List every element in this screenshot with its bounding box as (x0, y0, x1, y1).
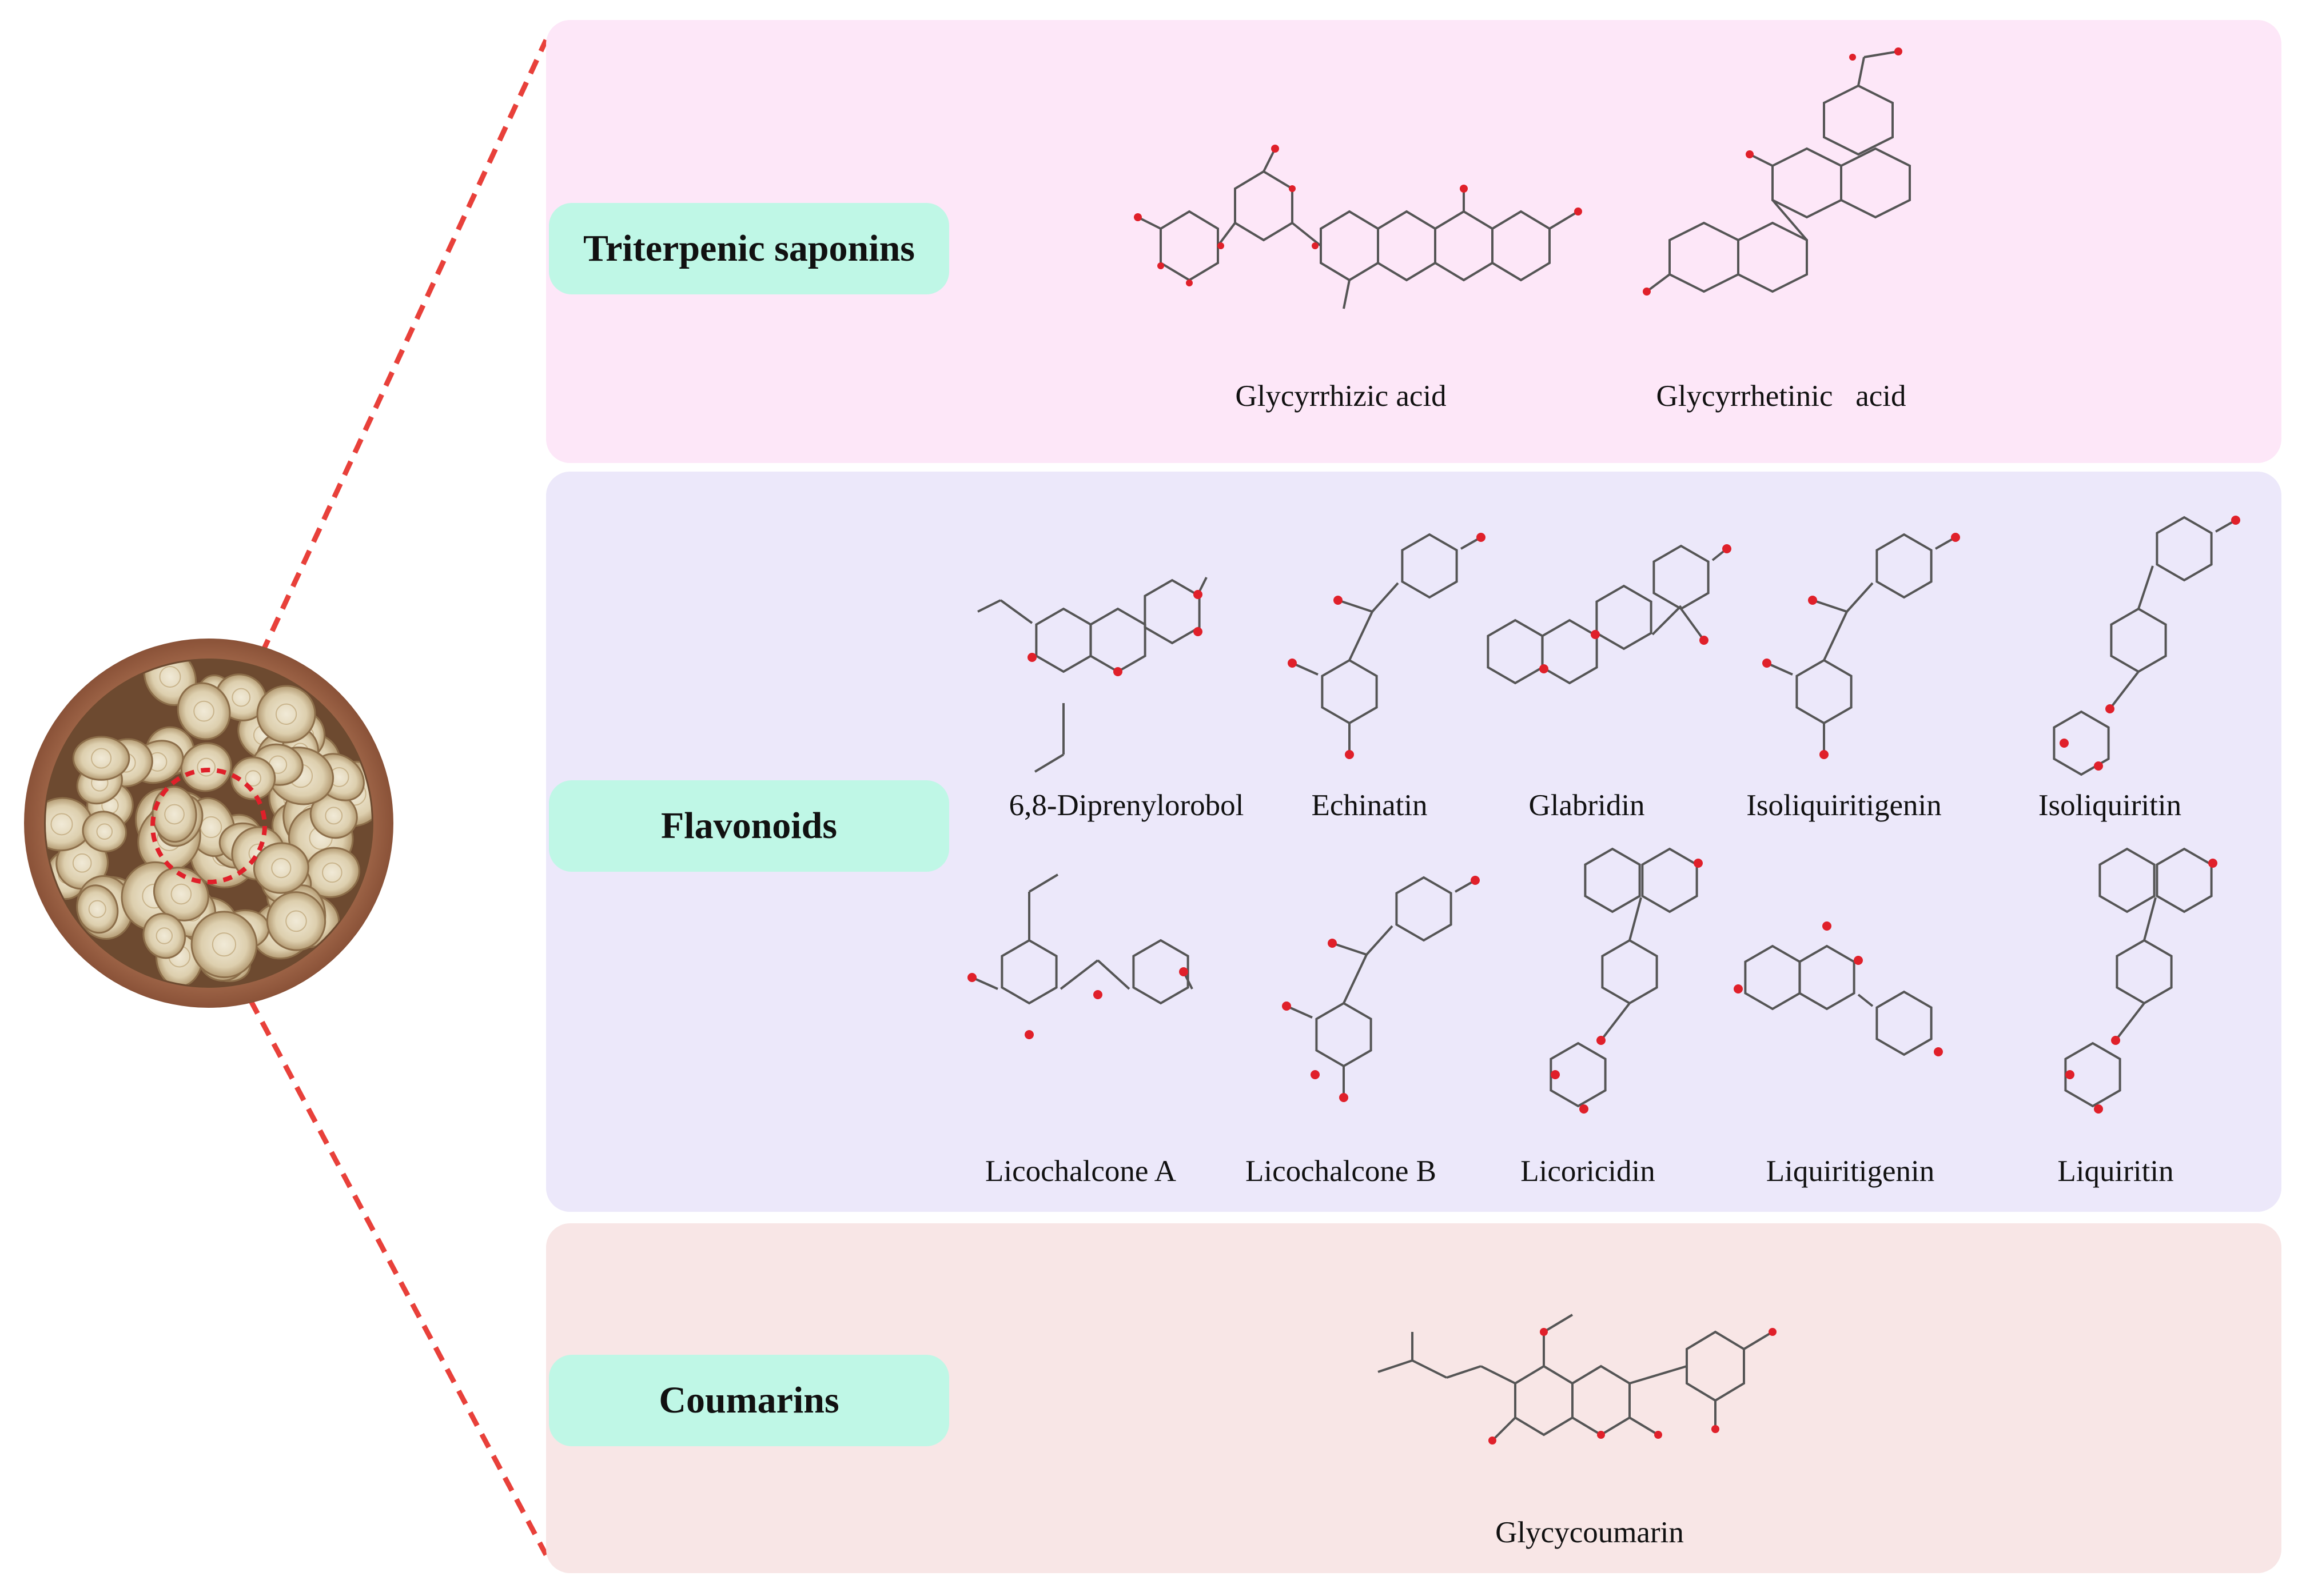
label-echinatin: Echinatin (1311, 789, 1428, 822)
label-glycycoumarin: Glycycoumarin (1495, 1516, 1684, 1549)
structure-glycycoumarin (1377, 1314, 1777, 1445)
structure-isoliquiritigenin (1762, 533, 1960, 759)
lower-dashed-connector (237, 977, 548, 1557)
label-glycyrrhizic-acid: Glycyrrhizic acid (1235, 380, 1447, 413)
coumarins-tag: Coumarins (549, 1355, 949, 1446)
flavonoids-tag: Flavonoids (549, 780, 949, 872)
structure-licochalcone-b (1282, 876, 1480, 1102)
structure-6-8-diprenylorobol (977, 577, 1208, 773)
structure-isoliquiritin (2053, 516, 2240, 776)
structure-liquiritin (2064, 847, 2217, 1114)
label-liquiritin: Liquiritin (2057, 1155, 2174, 1188)
label-isoliquiritigenin: Isoliquiritigenin (1746, 789, 1942, 822)
label-licochalcone-a: Licochalcone A (985, 1155, 1177, 1188)
licorice-bowl-image (24, 639, 393, 1008)
structure-licoricidin (1550, 847, 1703, 1114)
structure-glabridin (1487, 544, 1731, 685)
label-6-8-diprenylorobol: 6,8-Diprenylorobol (1009, 789, 1244, 822)
structure-glycyrrhetinic-acid (1643, 47, 1911, 296)
label-isoliquiritin: Isoliquiritin (2038, 789, 2182, 822)
structure-liquiritigenin (1734, 921, 1943, 1056)
saponins-tag: Triterpenic saponins (549, 203, 949, 294)
upper-dashed-connector (259, 39, 549, 655)
label-licochalcone-b: Licochalcone B (1245, 1155, 1437, 1188)
structure-glycyrrhizic-acid (1134, 145, 1582, 309)
label-licoricidin: Licoricidin (1520, 1155, 1655, 1188)
label-glycyrrhetinic-acid: Glycyrrhetinic acid (1656, 380, 1906, 413)
structure-licochalcone-a (967, 873, 1193, 1039)
label-liquiritigenin: Liquiritigenin (1766, 1155, 1935, 1188)
structure-echinatin (1288, 533, 1485, 759)
label-glabridin: Glabridin (1528, 789, 1645, 822)
